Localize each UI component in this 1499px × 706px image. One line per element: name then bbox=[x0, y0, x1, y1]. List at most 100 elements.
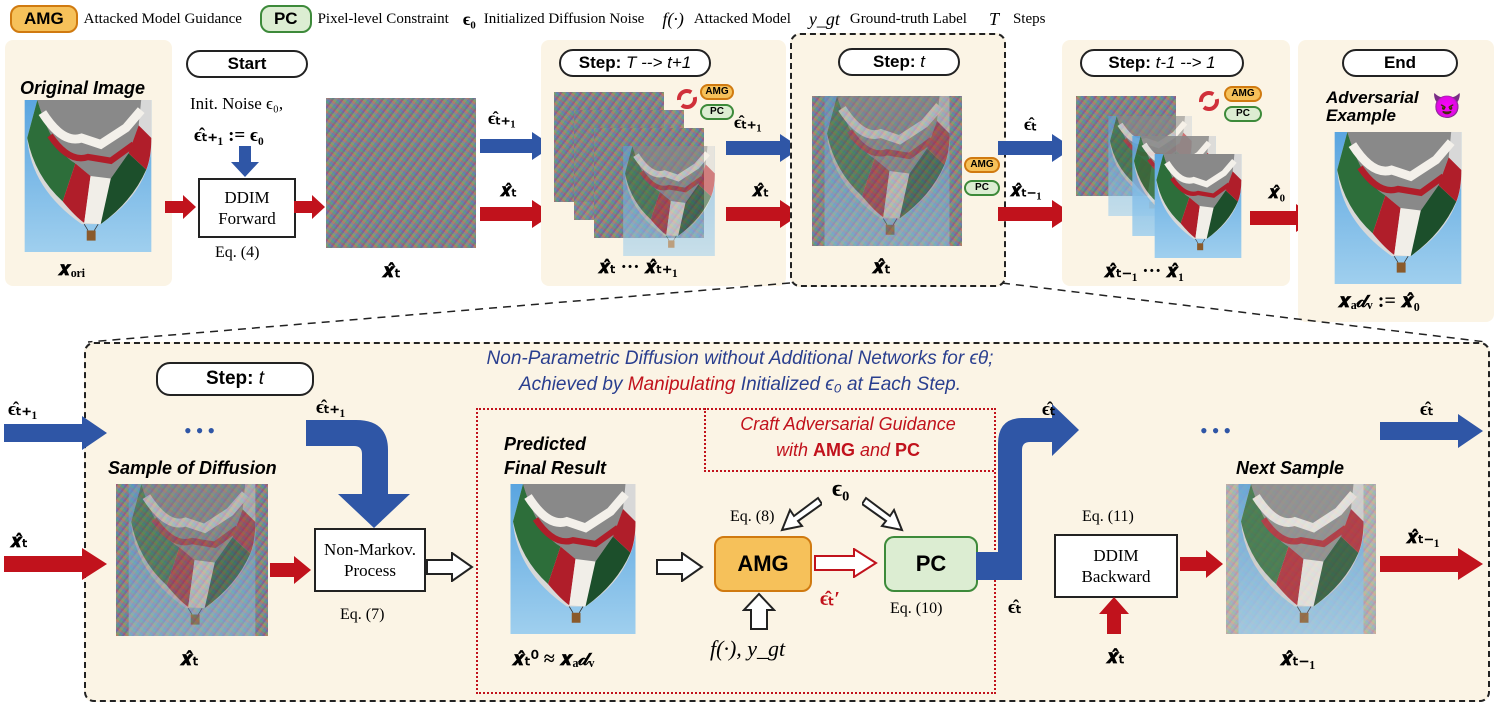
eq4-label: Eq. (4) bbox=[215, 244, 260, 261]
craft-box bbox=[704, 408, 994, 472]
eps0-label: ϵ₀ bbox=[832, 476, 850, 502]
legend-ygt-symbol: y_gt bbox=[808, 8, 840, 29]
red-arrow-b2 bbox=[1180, 550, 1223, 578]
red-arrow-5 bbox=[998, 200, 1073, 228]
stack-tm1-balloon-3 bbox=[1146, 154, 1250, 258]
red-arrow-1 bbox=[165, 195, 196, 219]
mini-amg-1: AMG bbox=[700, 84, 734, 100]
mini-pc-2: PC bbox=[964, 180, 1000, 196]
amg-box: AMG bbox=[714, 536, 812, 592]
hollow-arrow-eps-amg bbox=[780, 496, 822, 532]
craft-line1: Craft Adversarial Guidance bbox=[740, 414, 956, 434]
legend-pc-pill: PC bbox=[259, 5, 312, 33]
blue-arrow-2 bbox=[726, 134, 801, 162]
blue-bent-arrow bbox=[306, 420, 410, 528]
eq10-label: Eq. (10) bbox=[890, 600, 943, 617]
eps-out-label: ϵ̂ₜ bbox=[1420, 399, 1434, 420]
blue-input-arrow bbox=[4, 416, 107, 450]
eps-in-label: ϵ̂ₜ₊₁ bbox=[8, 399, 38, 420]
x-T-arrow-label: 𝒙̂ₜ bbox=[500, 180, 517, 200]
step-T-box: Step: T --> t+1 bbox=[559, 49, 711, 77]
dots-right: ••• bbox=[1200, 418, 1236, 443]
adversarial-guidance-region bbox=[476, 408, 996, 694]
eq8-label: Eq. (8) bbox=[730, 508, 775, 525]
headline-line1: Non-Parametric Diffusion without Additio… bbox=[486, 348, 994, 369]
xt0-approx-label: 𝒙̂ₜ⁰ ≈ 𝒙ₐ𝒹ᵥ bbox=[512, 648, 595, 670]
xtm1-dots-label: 𝒙̂ₜ₋₁ ··· 𝒙̂₁ bbox=[1104, 261, 1184, 282]
xT-label: 𝒙̂ₜ bbox=[382, 260, 401, 282]
end-box: End bbox=[1342, 49, 1458, 77]
red-input-arrow bbox=[4, 548, 107, 580]
x-adv-label: 𝒙ₐ𝒹ᵥ := 𝒙̂₀ bbox=[1338, 290, 1420, 312]
blue-arrow-3 bbox=[998, 134, 1073, 162]
xt-bottom-label: 𝒙̂ₜ bbox=[1106, 646, 1125, 668]
xt-label: 𝒙̂ₜ bbox=[872, 256, 891, 278]
x-t-arrow-label: 𝒙̂ₜ bbox=[752, 180, 769, 200]
adv-title-line2: Example bbox=[1326, 106, 1396, 125]
noise-image-xT bbox=[326, 98, 476, 248]
stack-T-balloon bbox=[614, 146, 724, 256]
sample-balloon bbox=[116, 484, 268, 636]
blue-fork-arrow bbox=[976, 404, 1079, 580]
hollow-arrow-up bbox=[742, 592, 776, 630]
step-t-box: Step: t bbox=[838, 48, 960, 76]
next-sample-title: Next Sample bbox=[1236, 458, 1345, 478]
adversarial-image bbox=[1322, 132, 1474, 284]
legend: AMG Attacked Model Guidance PC Pixel-lev… bbox=[10, 4, 1045, 34]
legend-pc-text: Pixel-level Constraint bbox=[317, 10, 449, 27]
red-up-arrow bbox=[1099, 597, 1129, 634]
init-noise-line1: Init. Noise ϵ₀, bbox=[190, 94, 284, 113]
init-noise-line2: ϵ̂ₜ₊₁ := ϵ₀ bbox=[194, 125, 264, 146]
xtm1-under-next: 𝒙̂ₜ₋₁ bbox=[1280, 648, 1316, 670]
eps-prime-label: ϵ̂ₜ′ bbox=[820, 588, 840, 610]
cycle-icon bbox=[677, 89, 697, 109]
red-hollow-arrow bbox=[814, 548, 878, 578]
legend-amg-text: Attacked Model Guidance bbox=[83, 10, 242, 27]
red-arrow-b1 bbox=[270, 556, 311, 584]
eps-t-up-label: ϵ̂ₜ bbox=[1042, 399, 1056, 420]
eps-t-low-label: ϵ̂ₜ bbox=[1008, 597, 1022, 618]
blue-arrow-1 bbox=[480, 132, 553, 160]
predicted-line2: Final Result bbox=[504, 458, 607, 478]
x0-arrow-label: 𝒙̂₀ bbox=[1268, 182, 1285, 202]
headline-line2: Achieved by Manipulating Initialized ϵ₀ … bbox=[518, 374, 962, 395]
original-image bbox=[12, 100, 164, 252]
x-in-label: 𝒙̂ₜ bbox=[10, 531, 28, 552]
x-out-label: 𝒙̂ₜ₋₁ bbox=[1406, 527, 1440, 548]
x-ori-label: 𝒙ₒᵣᵢ bbox=[58, 258, 86, 280]
mini-pc-3: PC bbox=[1224, 106, 1262, 122]
red-arrow-3 bbox=[480, 200, 553, 228]
adv-title-line1: Adversarial bbox=[1326, 88, 1419, 107]
step-t-detail-box: Step: t bbox=[156, 362, 314, 396]
hollow-arrow-eps-pc bbox=[862, 496, 904, 532]
xt-under-sample: 𝒙̂ₜ bbox=[180, 648, 199, 670]
legend-f-symbol: f(·) bbox=[662, 8, 684, 29]
original-image-title: Original Image bbox=[20, 78, 146, 98]
red-arrow-4 bbox=[726, 200, 801, 228]
craft-line2: with AMG and PC bbox=[775, 440, 921, 460]
devil-icon: 😈 bbox=[1432, 94, 1462, 120]
f-ygt-label: f(·), y_gt bbox=[710, 636, 786, 661]
dots-left: ••• bbox=[184, 418, 220, 443]
eps-down-label: ϵ̂ₜ₊₁ bbox=[316, 397, 346, 418]
legend-f-text: Attacked Model bbox=[693, 10, 791, 27]
hollow-arrow-2 bbox=[656, 552, 704, 582]
xT-dots-label: 𝒙̂ₜ ··· 𝒙̂ₜ₊₁ bbox=[598, 257, 678, 278]
eps-t-arrow-label: ϵ̂ₜ bbox=[1024, 114, 1037, 134]
predicted-line1: Predicted bbox=[504, 434, 587, 454]
legend-T-text: Steps bbox=[1012, 10, 1046, 27]
predicted-image bbox=[498, 484, 648, 634]
start-box: Start bbox=[186, 50, 308, 78]
legend-T-symbol: T bbox=[988, 8, 999, 29]
red-arrow-2 bbox=[294, 195, 325, 219]
pc-box: PC bbox=[884, 536, 978, 592]
blue-output-arrow bbox=[1380, 414, 1483, 448]
mini-pc-1: PC bbox=[700, 104, 734, 120]
step-tm1-box: Step: t-1 --> 1 bbox=[1080, 49, 1244, 77]
eps-T1-label: ϵ̂ₜ₊₁ bbox=[488, 108, 516, 128]
legend-eps0-symbol: ϵ₀ bbox=[462, 8, 476, 29]
x-tm1-arrow-label: 𝒙̂ₜ₋₁ bbox=[1010, 180, 1042, 200]
non-markov-box: Non-Markov.Process bbox=[314, 528, 426, 592]
